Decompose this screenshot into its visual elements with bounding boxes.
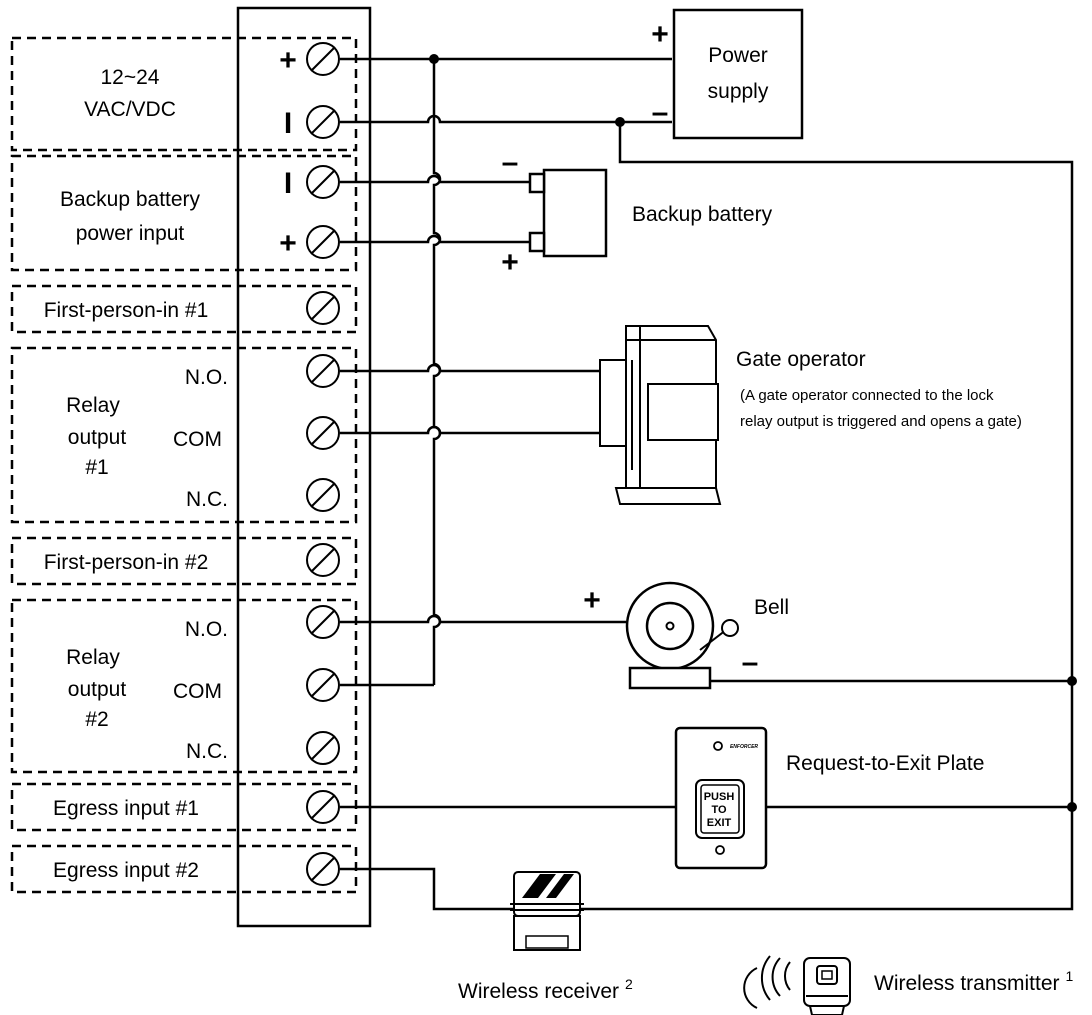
relay1-nc-label: N.C.	[186, 488, 228, 511]
fpi2-label: First-person-in #2	[44, 551, 209, 574]
backup-battery-label: Backup battery	[632, 203, 773, 226]
wireless-receiver-label: Wireless receiver 2	[458, 976, 633, 1003]
gate-operator-note-line1: (A gate operator connected to the lock	[740, 387, 994, 404]
bell-minus-sign: –	[742, 646, 759, 679]
bell-label: Bell	[754, 596, 789, 619]
wire-battery-minus	[340, 174, 530, 184]
wireless-receiver-icon	[510, 871, 584, 951]
battery-plus-sign: +	[279, 227, 297, 260]
wireless-transmitter-label: Wireless transmitter 1	[874, 968, 1074, 995]
request-to-exit-plate-icon: PUSH TO EXIT ENFORCER	[674, 726, 768, 870]
screw-terminal-icon	[306, 42, 340, 76]
group-fpi2-box	[10, 536, 358, 586]
rte-button-text-line1: PUSH	[704, 791, 735, 803]
power-minus-sign: I	[284, 107, 292, 140]
group-battery-box	[10, 154, 358, 272]
screw-terminal-icon	[306, 225, 340, 259]
battery-minus-sign: I	[284, 167, 292, 200]
wire-bell-plus	[340, 614, 626, 624]
screw-terminal-icon	[306, 790, 340, 824]
relay1-no-label: N.O.	[185, 366, 228, 389]
screw-terminal-icon	[306, 416, 340, 450]
fpi1-label: First-person-in #1	[44, 299, 209, 322]
power-label-line1: 12~24	[101, 66, 160, 89]
battery-icon	[528, 168, 608, 258]
wires	[340, 57, 1074, 911]
wireless-receiver-label-text: Wireless receiver	[458, 980, 619, 1003]
battery-device-minus-sign: –	[502, 146, 519, 179]
power-plus-sign: +	[279, 44, 297, 77]
relay2-label-line1: Relay	[66, 646, 120, 669]
relay2-label-line2: output	[68, 678, 127, 701]
screw-terminal-icon	[306, 354, 340, 388]
power-supply-plus-sign: +	[651, 18, 669, 51]
wire-gate-com	[340, 425, 600, 435]
rte-button-text-line2: TO	[711, 804, 727, 816]
battery-input-label-line1: Backup battery	[60, 188, 201, 211]
junction-dot	[615, 117, 625, 127]
junction-dot	[1067, 802, 1077, 812]
power-supply-label-line2: supply	[708, 80, 769, 103]
terminal-block	[236, 6, 372, 928]
power-supply: Power supply + –	[651, 8, 804, 140]
wireless-receiver-superscript: 2	[625, 976, 633, 992]
gate-operator-note-line2: relay output is triggered and opens a ga…	[740, 413, 1022, 430]
power-supply-label-line1: Power	[708, 44, 768, 67]
wire-battery-plus	[340, 234, 530, 244]
gate-operator-label: Gate operator	[736, 348, 866, 371]
screw-terminal-icon	[306, 605, 340, 639]
group-relay1-box	[10, 346, 358, 524]
group-power-box	[10, 36, 358, 152]
wireless-signal-icon	[743, 955, 791, 1009]
relay2-com-label: COM	[173, 680, 222, 703]
screw-terminal-icon	[306, 165, 340, 199]
battery-device-plus-sign: +	[501, 246, 519, 279]
wireless-transmitter-icon	[803, 957, 851, 1015]
screw-terminals	[306, 42, 340, 886]
relay1-label-line3: #1	[85, 456, 108, 479]
relay2-no-label: N.O.	[185, 618, 228, 641]
relay1-com-label: COM	[173, 428, 222, 451]
gate-operator-icon	[599, 325, 722, 505]
relay1-label-line2: output	[68, 426, 127, 449]
relay1-label-line1: Relay	[66, 394, 120, 417]
screw-terminal-icon	[306, 291, 340, 325]
rte-button-text-line3: EXIT	[707, 817, 732, 829]
wire-negative-return	[618, 122, 1074, 808]
power-supply-minus-sign: –	[652, 96, 669, 129]
junction-dot	[1067, 676, 1077, 686]
egress2-label: Egress input #2	[53, 859, 199, 882]
screw-terminal-icon	[306, 105, 340, 139]
egress1-label: Egress input #1	[53, 797, 199, 820]
screw-terminal-icon	[306, 478, 340, 512]
battery-input-label-line2: power input	[76, 222, 185, 245]
group-fpi1-box	[10, 284, 358, 334]
relay2-nc-label: N.C.	[186, 740, 228, 763]
junction-dot	[429, 54, 439, 64]
wireless-transmitter-label-text: Wireless transmitter	[874, 972, 1060, 995]
wireless-transmitter-superscript: 1	[1066, 968, 1074, 984]
group-relay2-box	[10, 598, 358, 774]
wire-power-minus	[340, 114, 672, 124]
bell-icon	[625, 581, 739, 690]
rte-brand-text: ENFORCER	[730, 744, 758, 750]
screw-terminal-icon	[306, 852, 340, 886]
wire-gate-no	[340, 363, 600, 373]
wire-egress2	[340, 808, 1074, 911]
bell-plus-sign: +	[583, 584, 601, 617]
screw-terminal-icon	[306, 668, 340, 702]
relay2-label-line3: #2	[85, 708, 108, 731]
screw-terminal-icon	[306, 731, 340, 765]
request-to-exit-label: Request-to-Exit Plate	[786, 752, 984, 775]
screw-terminal-icon	[306, 543, 340, 577]
power-label-line2: VAC/VDC	[84, 98, 176, 121]
